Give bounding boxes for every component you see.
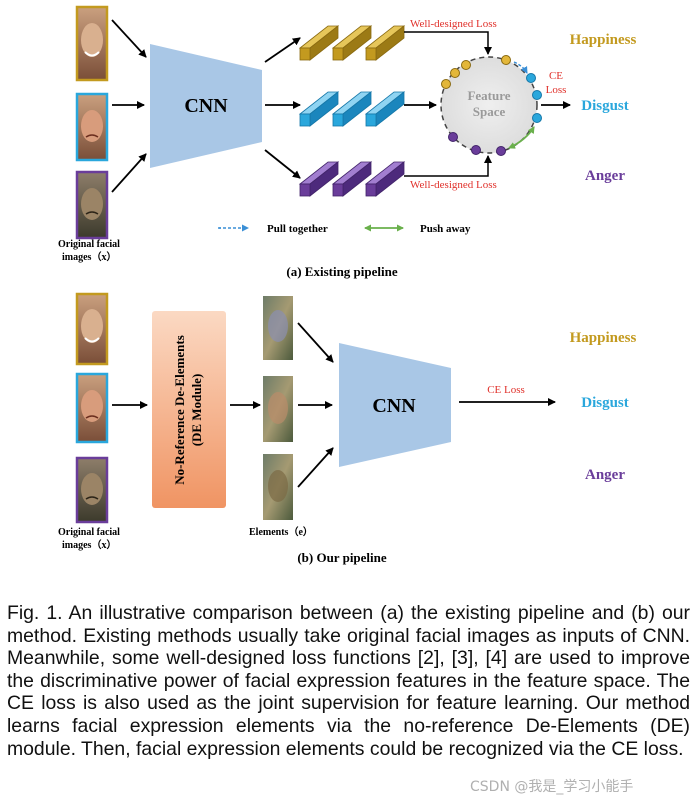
input-face-happiness <box>75 5 109 82</box>
feature-space: Feature Space <box>440 55 542 156</box>
legend-a: Pull together Push away <box>218 223 471 235</box>
loss-line-bottom <box>404 155 492 177</box>
input-label-a-2: images（x） <box>62 250 116 263</box>
input-face-disgust <box>75 92 109 162</box>
element-image-1 <box>263 296 293 360</box>
features-anger <box>298 161 406 197</box>
cnn-label-b: CNN <box>372 395 416 417</box>
input-face-anger <box>75 170 109 240</box>
arrow-cnn-feat-bot <box>264 149 301 179</box>
legend-pull-label: Pull together <box>267 223 328 235</box>
arrow-elem1-cnn <box>297 322 334 363</box>
subtitle-a: (a) Existing pipeline <box>286 264 397 279</box>
element-image-2 <box>263 376 293 442</box>
arrow-face1-cnn <box>111 19 147 58</box>
push-arrow <box>508 126 535 149</box>
watermark: CSDN @我是_学习小能手 <box>470 779 634 795</box>
pull-arrow <box>513 61 528 74</box>
input-face-disgust-b <box>75 372 109 444</box>
class-happiness-a: Happiness <box>570 32 637 48</box>
features-happiness <box>298 25 406 61</box>
loss-label-bottom: Well-designed Loss <box>410 179 497 191</box>
ce-loss-a-2: Loss <box>546 84 567 96</box>
class-anger-b: Anger <box>585 467 625 483</box>
loss-label-top: Well-designed Loss <box>410 18 497 30</box>
panel-b: Original facial images（x） No-Reference D… <box>58 292 556 565</box>
cnn-block-b <box>339 343 451 467</box>
legend-push-label: Push away <box>420 223 471 235</box>
arrow-face3-cnn <box>111 153 147 193</box>
feature-space-label-2: Space <box>473 104 506 119</box>
de-module-label-1: No-Reference De-Elements <box>172 335 187 485</box>
cnn-label-a: CNN <box>184 95 228 117</box>
input-label-b-2: images（x） <box>62 538 116 551</box>
class-happiness-b: Happiness <box>570 330 637 346</box>
loss-line-top <box>404 31 492 55</box>
input-face-anger-b <box>75 456 109 524</box>
element-image-3 <box>263 454 293 520</box>
class-disgust-b: Disgust <box>581 395 629 411</box>
class-disgust-a: Disgust <box>581 98 629 114</box>
ce-loss-b: CE Loss <box>487 384 525 396</box>
panel-a: Original facial images（x） CNN <box>58 5 571 279</box>
ce-loss-a-1: CE <box>549 70 563 82</box>
input-label-b-1: Original facial <box>58 527 120 538</box>
arrow-cnn-feat-top <box>264 37 301 63</box>
feature-space-label-1: Feature <box>467 88 510 103</box>
features-disgust <box>298 91 406 127</box>
figure-caption: Fig. 1. An illustrative comparison betwe… <box>7 602 690 760</box>
figure-diagram: Original facial images（x） CNN <box>58 5 637 565</box>
input-face-happiness-b <box>75 292 109 366</box>
de-module-block <box>152 311 226 508</box>
subtitle-b: (b) Our pipeline <box>297 550 387 565</box>
input-label-a-1: Original facial <box>58 239 120 250</box>
arrow-elem3-cnn <box>297 447 334 488</box>
elements-label: Elements（e） <box>249 525 313 538</box>
de-module-label-2: (DE Module) <box>189 374 204 447</box>
class-anger-a: Anger <box>585 168 625 184</box>
cnn-block-a <box>150 44 262 168</box>
